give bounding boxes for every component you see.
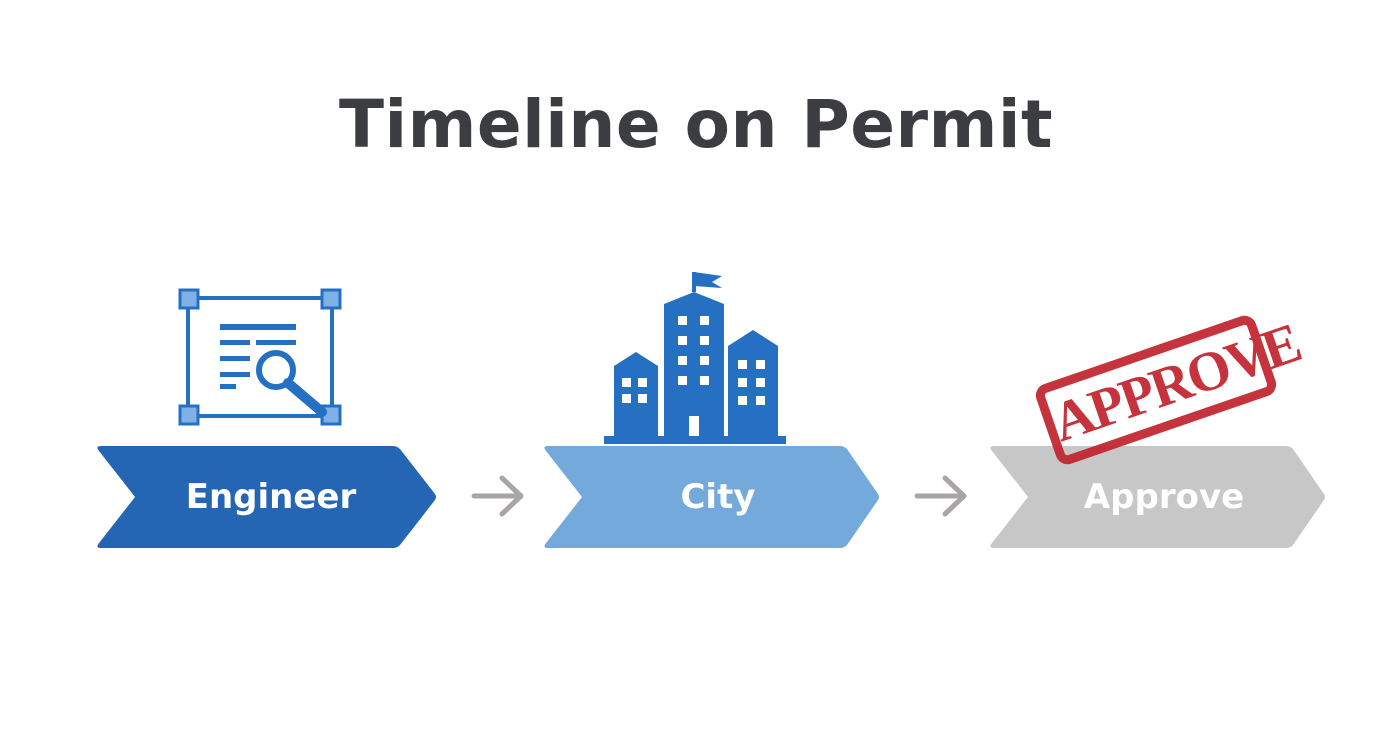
stage-city: City [542, 444, 886, 550]
arrow-right-icon [914, 475, 967, 517]
chevron-shape [544, 446, 879, 548]
chevron-shape [990, 446, 1325, 548]
stage-approve: Approve [988, 444, 1332, 550]
diagram-title: Timeline on Permit [338, 86, 1054, 163]
chevron-shape [97, 446, 437, 548]
city-buildings-icon [604, 272, 786, 444]
stage-label-city: City [680, 477, 756, 517]
stage-engineer: Engineer [95, 444, 439, 550]
stage-label-engineer: Engineer [185, 477, 357, 517]
stage-label-approve: Approve [1083, 477, 1245, 517]
document-search-icon [178, 288, 342, 426]
arrow-right-icon [471, 475, 524, 517]
